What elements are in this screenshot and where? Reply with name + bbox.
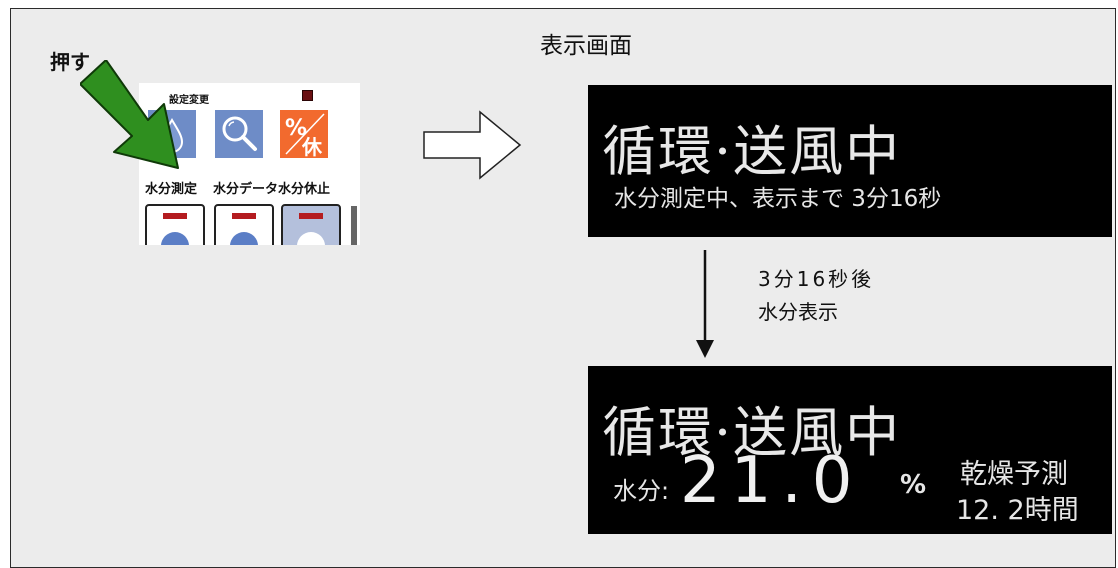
magnifier-icon xyxy=(222,116,257,151)
lower-switch-3[interactable] xyxy=(281,204,341,245)
moisture-data-label: 水分データ xyxy=(213,182,279,197)
moisture-measure-label: 水分測定 xyxy=(145,182,198,197)
display-screen-heading: 表示画面 xyxy=(540,33,632,59)
hollow-right-arrow-icon xyxy=(423,110,522,180)
switch-led xyxy=(232,213,256,219)
lower-switch-2[interactable] xyxy=(214,204,274,245)
operation-status: 循環·送風中 xyxy=(602,120,902,183)
moisture-pause-label: 水分休止 xyxy=(278,182,331,197)
switch-led xyxy=(299,213,323,219)
down-arrow-icon xyxy=(696,250,714,358)
press-label: 押す xyxy=(50,50,90,74)
moisture-value: 21.0 xyxy=(680,444,863,518)
switch-led xyxy=(163,213,187,219)
display-screen-moisture: 循環·送風中 水分: 21.0 % 乾燥予測 12. 2時間 xyxy=(588,366,1112,534)
drying-forecast-value: 12. 2時間 xyxy=(956,495,1079,526)
transition-note-action: 水分表示 xyxy=(758,300,838,324)
display-screen-measuring: 循環·送風中 水分測定中、表示まで 3分16秒 xyxy=(588,85,1112,237)
moisture-label: 水分: xyxy=(613,477,670,505)
moisture-data-button[interactable] xyxy=(215,110,263,158)
moisture-pause-button[interactable]: % 休 xyxy=(280,110,328,159)
green-arrow-icon xyxy=(80,60,179,169)
panel-title: 設定変更 xyxy=(169,95,209,106)
percent-glyph: % xyxy=(285,116,307,141)
moisture-unit: % xyxy=(900,470,927,500)
percent-pause-icon: % 休 xyxy=(285,113,325,159)
indicator-led xyxy=(302,90,313,101)
drying-forecast-label: 乾燥予測 xyxy=(960,459,1068,490)
operation-status: 循環·送風中 xyxy=(602,401,902,464)
switch-knob xyxy=(230,232,258,245)
transition-note-time: 3分16秒後 xyxy=(758,267,875,291)
panel-edge xyxy=(351,206,357,245)
switch-knob xyxy=(161,232,189,245)
pause-glyph: 休 xyxy=(301,135,323,158)
measuring-countdown-text: 水分測定中、表示まで 3分16秒 xyxy=(614,186,942,212)
lower-switch-1[interactable] xyxy=(145,204,205,245)
switch-knob xyxy=(297,232,325,245)
